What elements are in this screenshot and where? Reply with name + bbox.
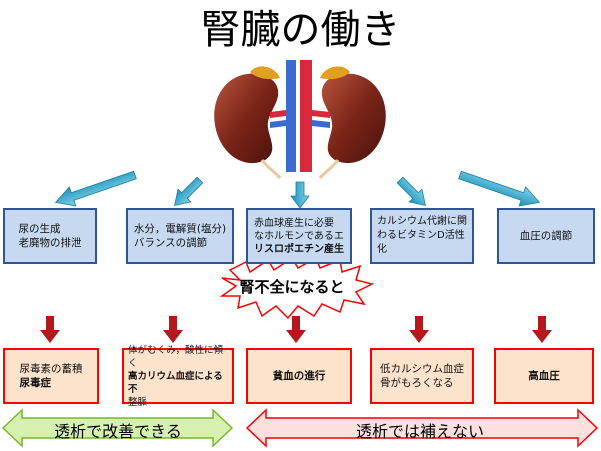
effect-5-line-1: 高血圧 (528, 370, 560, 382)
function-3-line-3: リスロポエチン産生 (254, 243, 344, 255)
arrow-to-box-5 (458, 170, 541, 207)
pink-double-arrow (245, 408, 599, 448)
down-arrow-4 (409, 316, 429, 343)
function-box-4: カルシウム代謝に関 わるビタミンD活性化 (370, 208, 474, 264)
effect-3-line-1: 貧血の進行 (272, 370, 326, 382)
function-3-line-2: なホルモンであるエ (254, 230, 344, 242)
function-4-line-2: わるビタミンD活性化 (377, 230, 465, 255)
effect-box-5: 高血圧 (494, 348, 594, 404)
down-arrow-2 (163, 316, 183, 343)
down-arrow-1 (40, 316, 60, 343)
kidney-illustration (214, 60, 386, 179)
trigger-label: 腎不全になると (239, 278, 345, 296)
function-3-line-1: 赤血球産生に必要 (254, 217, 334, 229)
green-double-arrow (1, 408, 234, 448)
dialysis-cannot-label: 透析では補えない (355, 422, 484, 441)
function-box-3: 赤血球産生に必要 なホルモンであるエ リスロポエチン産生 (246, 208, 352, 264)
effect-4-line-2: 骨がもろくなる (380, 377, 454, 389)
effect-4-line-1: 低カルシウム血症 (380, 363, 464, 375)
function-5-line-1: 血圧の調節 (519, 230, 573, 242)
dialysis-can-label: 透析で改善できる (54, 422, 182, 441)
effect-1-line-2: 尿毒症 (19, 377, 52, 389)
function-2-line-1: 水分，電解質(塩分) (133, 223, 227, 235)
arrow-to-box-4 (396, 176, 426, 206)
arrow-to-box-3 (290, 181, 310, 209)
cyan-arrows (54, 170, 541, 209)
down-arrow-3 (286, 316, 306, 343)
function-box-1: 尿の生成 老廃物の排泄 (3, 208, 97, 264)
down-arrow-5 (532, 316, 552, 343)
page-title: 腎臓の働き (200, 7, 401, 53)
effect-box-3: 貧血の進行 (246, 348, 352, 404)
function-1-line-1: 尿の生成 (18, 223, 61, 235)
effect-2-line-1: 体がむくみ，酸性に傾く (128, 344, 224, 369)
function-2-line-2: バランスの調節 (133, 237, 208, 249)
effect-1-line-1: 尿毒素の蓄積 (19, 363, 83, 375)
effect-box-1: 尿毒素の蓄積 尿毒症 (3, 348, 99, 404)
effect-box-2: 体がむくみ，酸性に傾く 高カリウム血症による不 整脈 (122, 345, 234, 408)
effect-box-4: 低カルシウム血症 骨がもろくなる (370, 348, 474, 404)
function-1-line-2: 老廃物の排泄 (18, 237, 82, 249)
arrow-to-box-1 (54, 170, 137, 207)
red-down-arrows (40, 316, 552, 343)
function-box-2: 水分，電解質(塩分) バランスの調節 (126, 208, 234, 264)
function-box-5: 血圧の調節 (497, 208, 595, 264)
effect-2-line-2: 高カリウム血症による不 (128, 370, 223, 395)
function-4-line-1: カルシウム代謝に関 (377, 216, 467, 227)
effect-2-line-3: 整脈 (128, 396, 148, 408)
arrow-to-box-2 (174, 176, 204, 206)
